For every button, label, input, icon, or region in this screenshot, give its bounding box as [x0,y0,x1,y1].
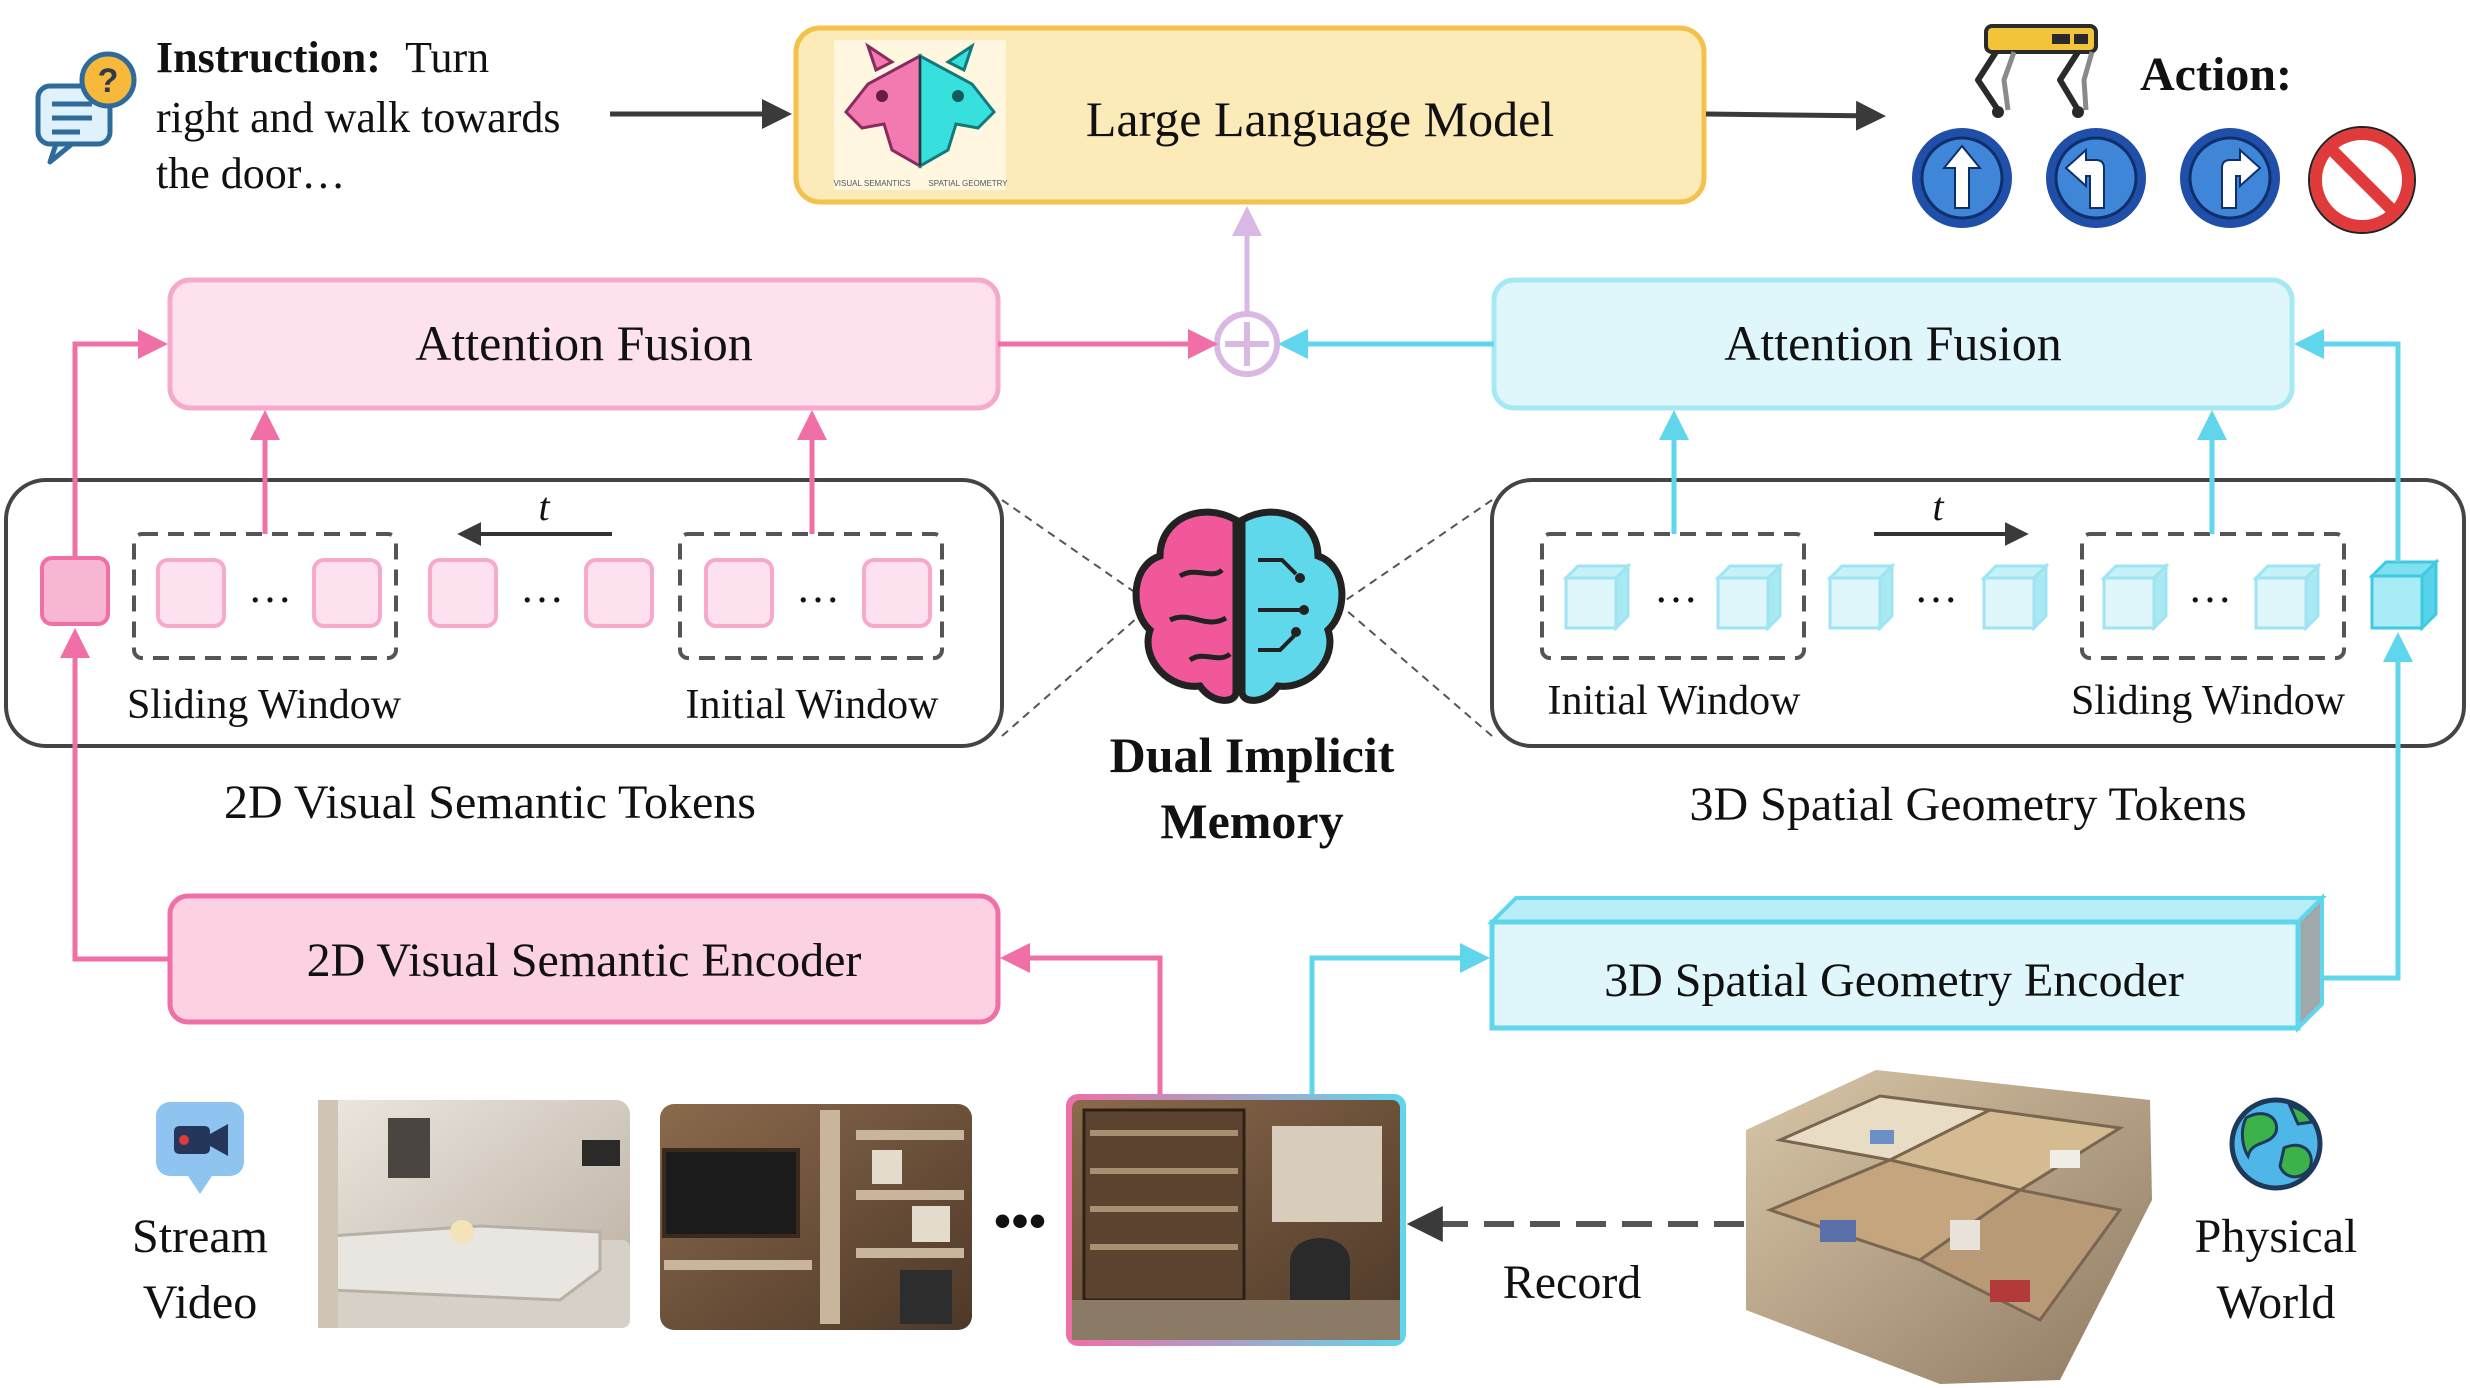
llm-caption-left: VISUAL SEMANTICS [833,179,910,188]
cube-token [1562,562,1632,632]
ellipsis-text: … [2188,563,2232,612]
ellipsis-text: … [1654,563,1698,612]
video-frame-living-room [318,1100,630,1328]
svg-text:?: ? [98,62,119,100]
llm-title: Large Language Model [1086,91,1554,147]
cube-token [1826,562,1896,632]
3d-encoder-box [1487,893,2327,1033]
turn-right-arrow-icon [2180,128,2280,228]
ellipsis-text: … [1914,563,1958,612]
brain-icon [1132,508,1346,704]
memory-connector [1345,499,1493,601]
3d-encoder-label: 3D Spatial Geometry Encoder [1604,954,2184,1007]
record-label: Record [1503,1256,1642,1309]
instruction-label: Instruction: [156,33,381,82]
instruction-line-3: the door… [156,149,345,198]
token-square [704,558,774,628]
token-square [862,558,932,628]
stop-icon [2308,126,2416,234]
left-initial-window-label: Initial Window [685,682,939,728]
llm-to-action-arrow [1705,100,1886,131]
3d-encoder-to-token-arrow [2322,632,2413,981]
right-current-token [2368,558,2440,632]
cube-token [2252,562,2322,632]
action-label: Action: [2140,48,2292,101]
fusion-plus-icon [1214,311,1280,377]
video-frame-tv-shelves [660,1104,972,1330]
left-current-token [40,556,110,626]
instruction-line-1: Turn [405,33,489,82]
memory-connector [1001,609,1147,737]
cube-token [1980,562,2050,632]
right-attention-fusion-label: Attention Fusion [1724,315,2062,371]
memory-label-line-2: Memory [1160,793,1343,849]
left-sliding-window-box [132,532,398,660]
right-tokens-caption: 3D Spatial Geometry Tokens [1690,778,2247,831]
frame-to-3d-encoder-arrow [1309,943,1490,1094]
current-key-frame [1066,1094,1406,1346]
cube-token [1714,562,1784,632]
physical-world-line-2: World [2217,1276,2336,1329]
instruction-line-2: right and walk towards [156,93,560,142]
more-frames-dots: ••• [994,1193,1047,1249]
quadruped-robot-icon [1975,24,2098,118]
left-initial-window-box [678,532,944,660]
right-time-label: t [1932,484,1944,529]
right-sliding-window-label: Sliding Window [2071,678,2346,724]
token-square [156,558,226,628]
2d-encoder-label: 2D Visual Semantic Encoder [307,934,862,987]
chat-bubble-icon: ? [35,51,137,165]
llm-box [793,25,1707,205]
globe-icon [2229,1097,2323,1191]
stream-video-line-2: Video [143,1276,257,1329]
right-initial-window-label: Initial Window [1547,678,1801,724]
token-square [312,558,382,628]
right-sliding-window-box [2080,532,2346,660]
2d-encoder-to-token-arrow [60,628,170,962]
right-initial-window-box [1540,532,1806,660]
ellipsis-text: … [520,563,564,612]
physical-world-house-render [1746,1070,2152,1384]
memory-label-line-1: Dual Implicit [1110,727,1395,783]
turn-left-arrow-icon [2046,128,2146,228]
token-to-left-fusion-arrow [72,329,168,558]
video-camera-icon [156,1102,244,1194]
memory-connector [1001,499,1147,601]
dual-dog-robot-illustration: VISUAL SEMANTICS SPATIAL GEOMETRY [833,40,1008,190]
left-attention-fusion-label: Attention Fusion [415,315,753,371]
llm-caption-right: SPATIAL GEOMETRY [928,179,1008,188]
token-to-right-fusion-arrow [2294,329,2401,562]
left-tokens-caption: 2D Visual Semantic Tokens [224,776,756,829]
left-sliding-window-label: Sliding Window [127,682,402,728]
token-square [428,558,498,628]
token-square [584,558,654,628]
memory-connector [1345,609,1493,737]
left-time-label: t [538,484,550,529]
ellipsis-text: … [248,563,292,612]
ellipsis-text: … [796,563,840,612]
stream-video-line-1: Stream [132,1210,268,1263]
frame-to-2d-encoder-arrow [1000,943,1163,1094]
cube-token [2100,562,2170,632]
forward-arrow-icon [1912,128,2012,228]
right-token-panel [1490,478,2466,748]
physical-world-line-1: Physical [2195,1210,2358,1263]
left-token-panel [4,478,1004,748]
instruction-text: Instruction: Turn [156,33,489,82]
